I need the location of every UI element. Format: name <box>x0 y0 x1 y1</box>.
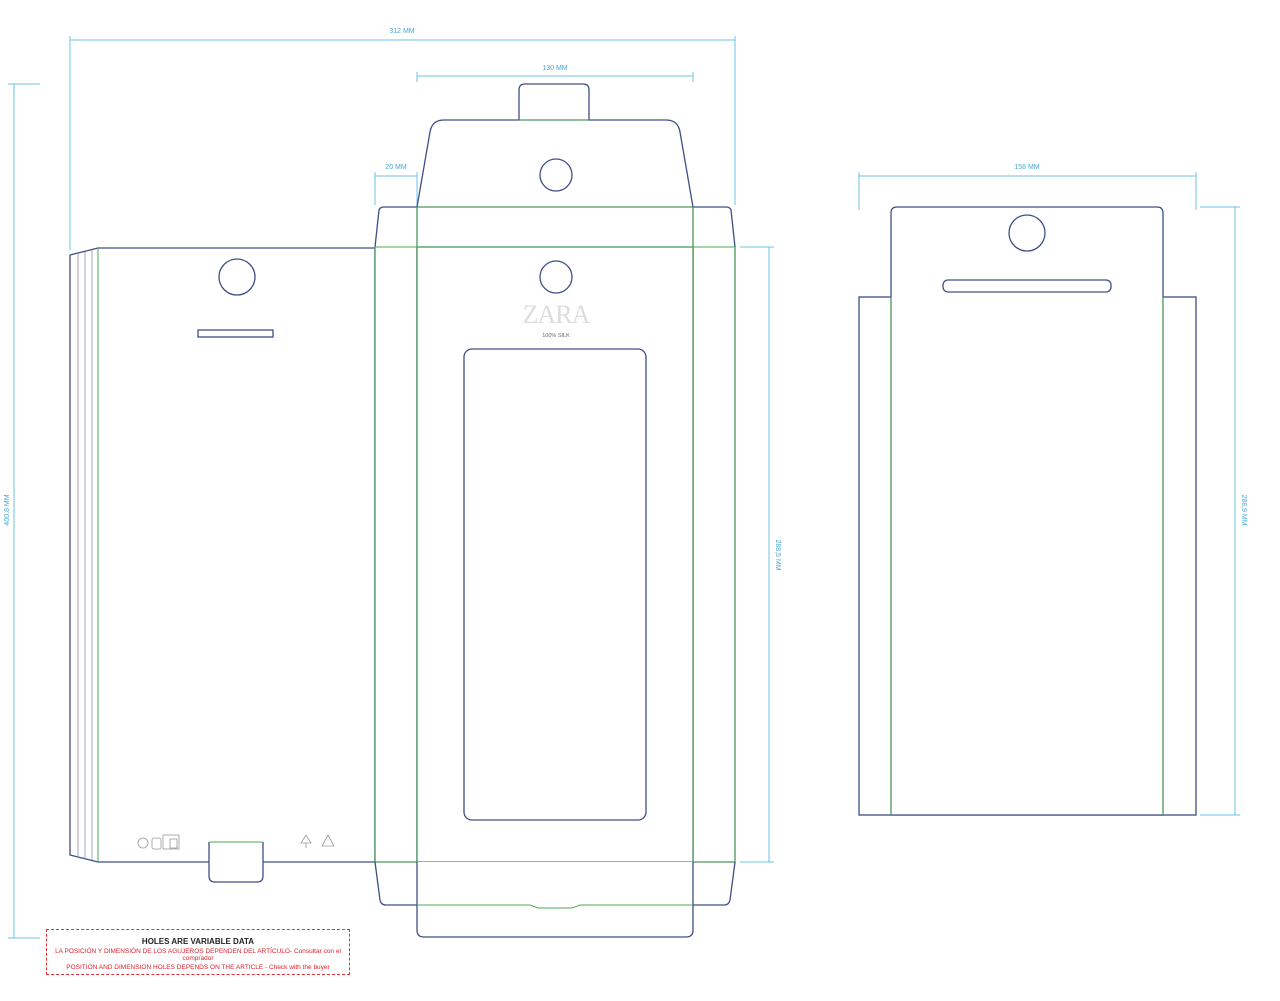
zara-logo: ZARA <box>522 300 591 329</box>
dim-top-flap <box>416 72 694 82</box>
slot <box>197 329 274 338</box>
label-total-height: 400,8 MM <box>4 494 11 525</box>
note-spanish: LA POSICIÓN Y DIMENSIÓN DE LOS AGUJEROS … <box>55 948 341 962</box>
dim-side-flap <box>374 172 418 205</box>
note-title: HOLES ARE VARIABLE DATA <box>141 937 255 946</box>
front-panel <box>374 83 736 938</box>
label-total-width: 312 MM <box>389 28 414 35</box>
composition-label: 100% SILK <box>542 333 570 339</box>
dimension-lines <box>8 36 1240 939</box>
back-panel <box>69 247 376 883</box>
label-insert-width: 158 MM <box>1014 164 1039 171</box>
right-side-flap <box>692 206 736 863</box>
top-hang-hole <box>539 158 573 192</box>
insert-slot <box>942 279 1112 293</box>
label-side-flap: 20 MM <box>385 164 407 171</box>
insert-card <box>858 206 1197 816</box>
label-insert-height: 288,9 MM <box>1240 494 1247 525</box>
dim-insert-width <box>858 172 1197 210</box>
note-english: POSITION AND DIMENSION HOLES DEPENDS ON … <box>66 964 330 971</box>
label-top-flap: 130 MM <box>542 65 567 72</box>
hang-tab <box>518 83 590 120</box>
bottom-tab <box>208 842 264 883</box>
display-window <box>463 348 647 821</box>
dim-total-height <box>8 83 40 939</box>
dim-total-width <box>69 36 736 250</box>
insert-hang-hole <box>1008 214 1046 252</box>
bottom-side-flaps <box>374 861 736 906</box>
dim-body-height <box>740 246 774 863</box>
hang-hole <box>218 258 256 296</box>
variable-holes-note: HOLES ARE VARIABLE DATA LA POSICIÓN Y DI… <box>46 929 350 975</box>
bottom-flap <box>416 862 694 938</box>
left-side-flap <box>374 206 418 863</box>
label-body-height: 288,5 MM <box>774 539 781 570</box>
dim-insert-height <box>1200 206 1240 816</box>
recycling-icons <box>137 834 335 850</box>
front-hang-hole <box>539 260 573 294</box>
